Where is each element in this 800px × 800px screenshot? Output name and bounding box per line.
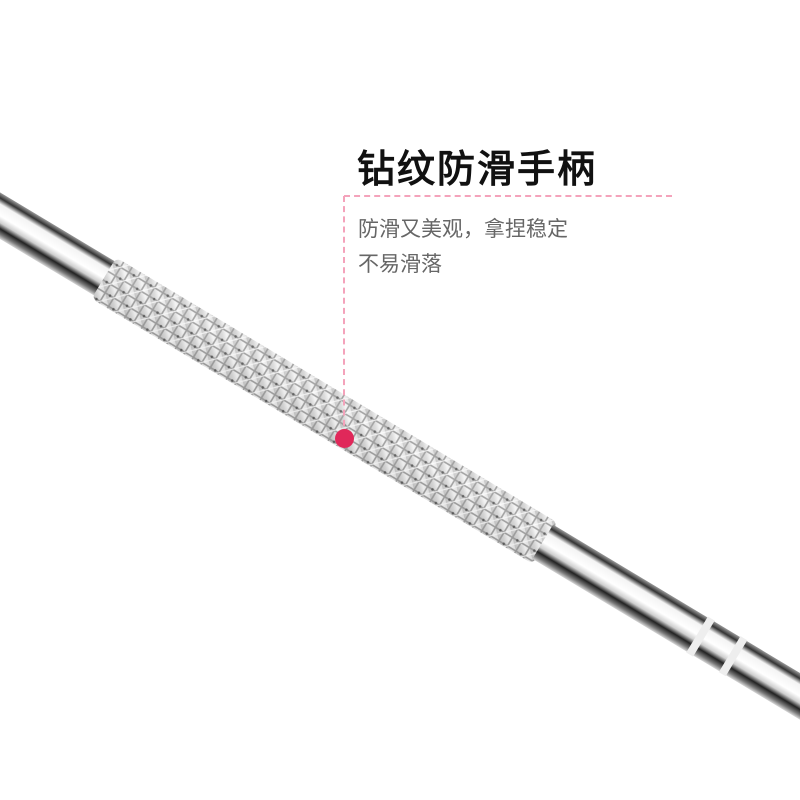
description-line-2: 不易滑落 bbox=[358, 252, 442, 276]
feature-description: 防滑又美观，拿捏稳定 不易滑落 bbox=[358, 212, 568, 282]
feature-title: 钻纹防滑手柄 bbox=[357, 147, 598, 191]
callout-dot-marker bbox=[335, 429, 354, 448]
guide-line-horizontal bbox=[344, 195, 672, 197]
description-line-1: 防滑又美观，拿捏稳定 bbox=[358, 217, 568, 241]
guide-line-vertical bbox=[343, 196, 345, 436]
